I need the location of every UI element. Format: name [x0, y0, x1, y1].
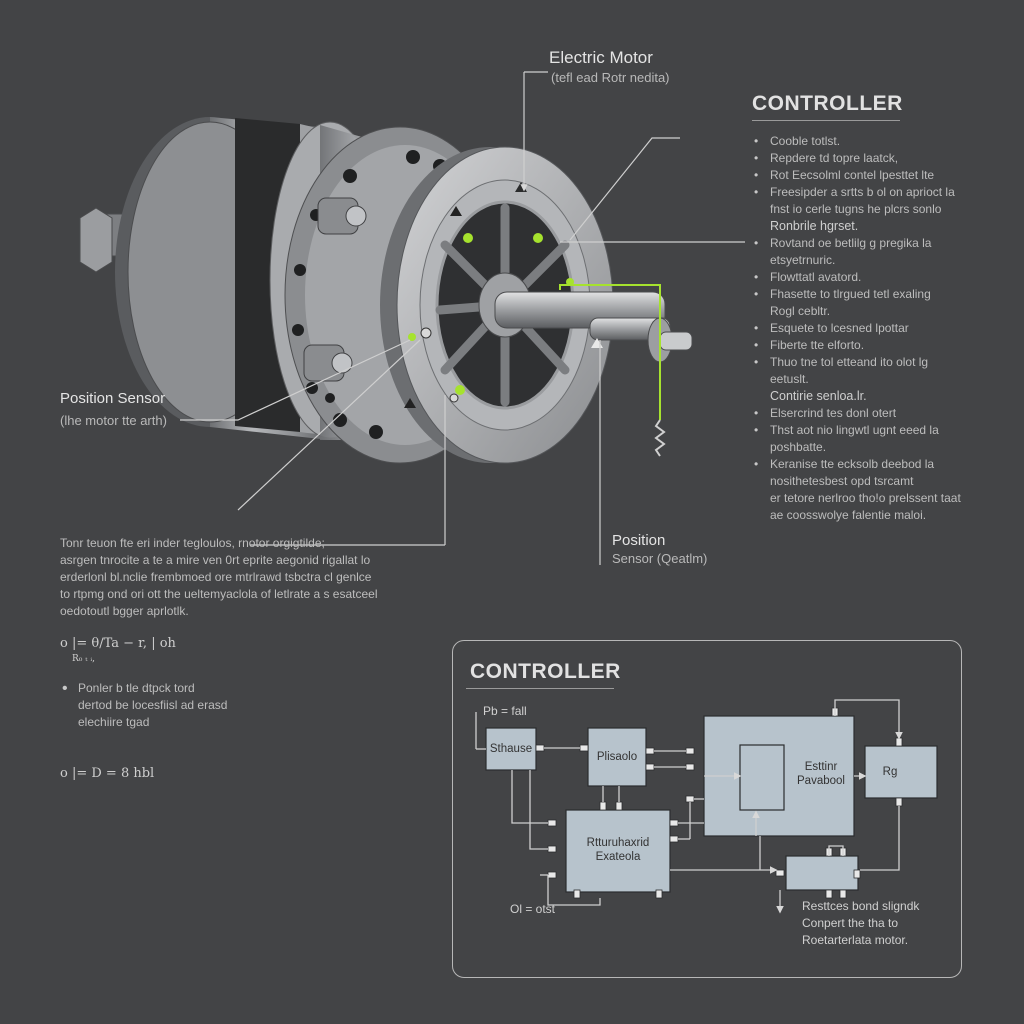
- controller-note-item: fnst io cerle tugns he plcrs sonlo: [770, 202, 942, 216]
- controller-note-item: Freesipder a srtts b ol on aprioct la: [752, 184, 1002, 201]
- block-sensor-label: Sthause: [489, 743, 533, 755]
- left-note-bullet: •: [62, 680, 68, 697]
- diagram-input-label: Pb = fall: [483, 704, 527, 718]
- sensor-wiring: [559, 284, 666, 457]
- block-processor-label: Rtturuhaxrid Exateola: [586, 837, 650, 863]
- position-sensor-right-label: Position Sensor (Qeatlm): [612, 532, 707, 566]
- block-central-inner: [739, 744, 785, 811]
- controller-note-item: etsyetrnuric.: [770, 253, 836, 267]
- controller-diagram-panel: [452, 640, 962, 978]
- description-paragraph: Tonr teuon fte eri inder tegloulos, rnot…: [60, 536, 378, 618]
- controller-note-item: Fiberte tte elforto.: [752, 337, 1002, 354]
- controller-note-item: Thst aot nio lingwtl ugnt eeed la: [752, 422, 1002, 439]
- block-output-label: Rg: [882, 766, 898, 778]
- electric-motor-subtitle: (tefl ead Rotr nedita): [551, 70, 670, 85]
- controller-block-diagram: [475, 699, 938, 914]
- controller-note-item: Thuo tne tol etteand ito olot lg: [752, 354, 1002, 371]
- block-plant-label: Plisaolo: [596, 751, 638, 763]
- formula-1: o |= θ/Ta − r, | oh: [60, 636, 176, 651]
- position-sensor-left-subtitle: (lhe motor tte arth): [60, 413, 167, 428]
- controller-diagram-heading: CONTROLLER: [470, 660, 621, 683]
- controller-notes-heading: CONTROLLER: [752, 92, 903, 115]
- position-sensor-left-title: Position Sensor: [60, 390, 166, 407]
- position-sensor-right-subtitle: Sensor (Qeatlm): [612, 551, 708, 566]
- block-driver: [785, 855, 859, 891]
- controller-note-item: Elsercrind tes donl otert: [752, 405, 1002, 422]
- block-central-label: Esttinr Pavabool: [797, 761, 845, 787]
- leader-lines: [180, 71, 745, 565]
- controller-note-item: Keranise tte ecksolb deebod la: [752, 456, 1002, 473]
- diagram-output-label: Ol = otst: [510, 902, 556, 916]
- block-processor: [565, 809, 671, 893]
- controller-note-item: ae coosswolye falentie maloi.: [770, 508, 927, 522]
- controller-note-item: Flowttatl avatord.: [752, 269, 1002, 286]
- controller-notes: CONTROLLER Cooble totlst.Repdere td topr…: [752, 92, 1002, 524]
- controller-note-item: Repdere td topre laatck,: [752, 150, 1002, 167]
- controller-note-item: Rogl cebltr.: [770, 304, 831, 318]
- controller-note-item: Contirie senloa.lr.: [770, 389, 867, 403]
- controller-note-item: Rot Eecsolml contel lpesttet lte: [752, 167, 1002, 184]
- position-sensor-left-label: Position Sensor (lhe motor tte arth): [60, 390, 167, 428]
- block-sensor: [485, 727, 537, 771]
- block-plant: [587, 727, 647, 787]
- controller-note-item: Esquete to lcesned lpottar: [752, 320, 1002, 337]
- diagram-caption: Resttces bond sligndk Conpert the tha to…: [802, 899, 920, 947]
- controller-notes-list: Cooble totlst.Repdere td topre laatck,Ro…: [752, 133, 1002, 524]
- formula-1-subscripts: R₀ ₜ ᵢ,: [72, 654, 95, 664]
- controller-note-item: eetuslt.: [770, 372, 809, 386]
- controller-note-item: nosithetesbest opd tsrcamt: [770, 474, 914, 488]
- electric-motor-label: Electric Motor (tefl ead Rotr nedita): [549, 48, 670, 85]
- position-sensor-right-title: Position: [612, 532, 666, 549]
- motor-shaft: [494, 291, 693, 363]
- formula-2: o |= D = 8 hbl: [60, 766, 155, 781]
- left-note-text: Ponler b tle dtpck tord dertod be locesf…: [78, 681, 228, 729]
- controller-diagram-rule: [466, 688, 614, 689]
- electric-motor-title: Electric Motor: [549, 48, 653, 67]
- controller-note-item: Rovtand oe betlilg g pregika la: [752, 235, 1002, 252]
- controller-note-item: er tetore nerlroo tho!o prelssent taat: [770, 491, 961, 505]
- controller-note-item: Fhasette to tlrgued tetl exaling: [752, 286, 1002, 303]
- controller-note-item: Ronbrile hgrset.: [770, 219, 859, 233]
- controller-notes-rule: [752, 120, 900, 121]
- controller-note-item: Cooble totlst.: [752, 133, 1002, 150]
- left-note: • Ponler b tle dtpck tord dertod be loce…: [62, 680, 227, 731]
- controller-note-item: poshbatte.: [770, 440, 827, 454]
- mounting-studs: [303, 197, 367, 382]
